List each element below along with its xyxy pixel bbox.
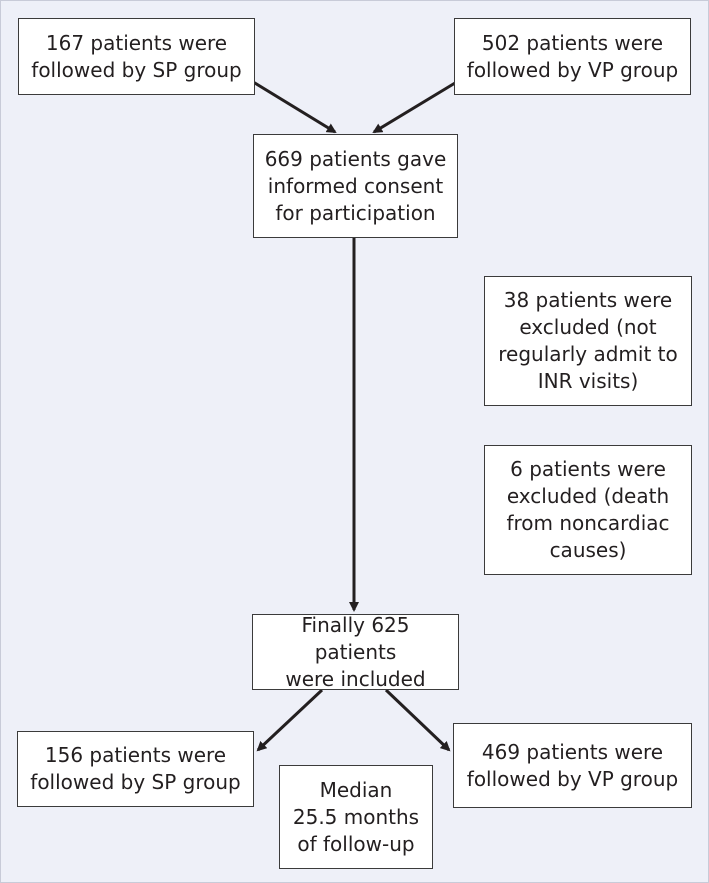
arrow-included-to-sp-end [256, 688, 324, 752]
arrow-included-to-vp-end [384, 688, 451, 752]
box-included: Finally 625 patients were included [252, 613, 459, 691]
box-consent: 669 patients gave informed consent for p… [253, 134, 458, 238]
box-excluded-inr: 38 patients were excluded (not regularly… [484, 276, 692, 406]
box-median: Median 25.5 months of follow-up [279, 765, 433, 869]
arrow-vp-start-to-consent [372, 78, 461, 134]
box-sp-end: 156 patients were followed by SP group [17, 731, 254, 807]
box-sp-start: 167 patients were followed by SP group [18, 18, 255, 95]
box-vp-start: 502 patients were followed by VP group [454, 18, 691, 95]
box-excluded-death: 6 patients were excluded (death from non… [484, 445, 692, 575]
arrow-sp-start-to-consent [249, 78, 337, 134]
box-vp-end: 469 patients were followed by VP group [453, 723, 692, 808]
